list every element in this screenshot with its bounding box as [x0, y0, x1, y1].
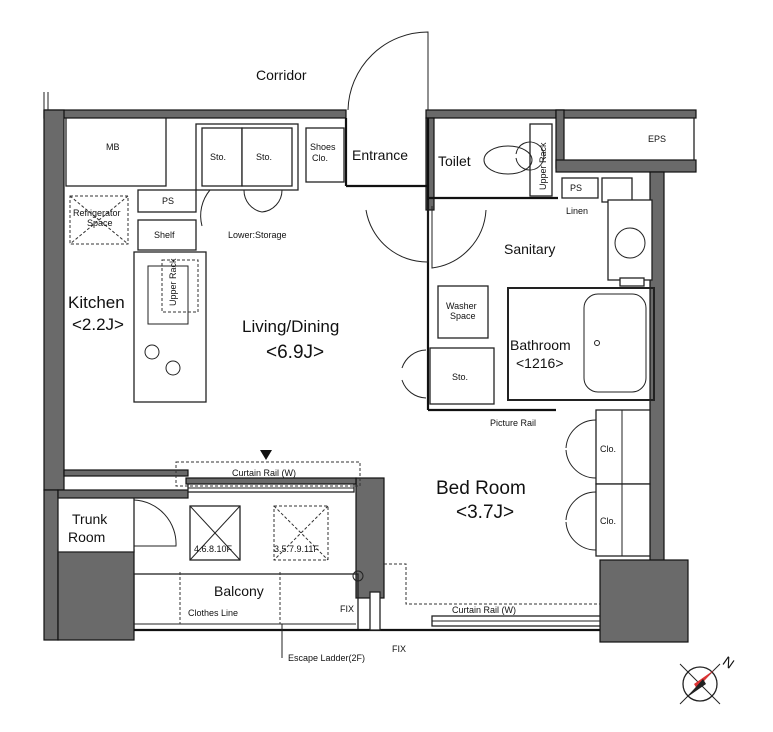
corridor-label: Corridor: [256, 67, 307, 83]
mb-label: MB: [106, 142, 120, 152]
kitchen-size: <2.2J>: [72, 315, 124, 334]
shelf-label: Shelf: [154, 230, 175, 240]
eps-label: EPS: [648, 134, 666, 144]
upper-rack-label-kitchen: Upper Rack: [168, 258, 178, 306]
compass-north-label: N: [720, 653, 737, 672]
closet-label-1: Clo.: [600, 444, 616, 454]
sto-label-3: Sto.: [452, 372, 468, 382]
picture-rail-label: Picture Rail: [490, 418, 536, 428]
fix-label-2: FIX: [392, 644, 406, 654]
bedroom-size: <3.7J>: [456, 502, 514, 523]
bathroom-size: <1216>: [516, 355, 564, 371]
fix-label-1: FIX: [340, 604, 354, 614]
sanitary-label: Sanitary: [504, 241, 555, 257]
toilet-label: Toilet: [438, 153, 471, 169]
entrance-label: Entrance: [352, 147, 408, 163]
ps-label-sanitary: PS: [570, 183, 582, 193]
curtain-rail-label-living: Curtain Rail (W): [232, 468, 296, 478]
closet-label-2: Clo.: [600, 516, 616, 526]
compass-icon: [679, 663, 721, 705]
curtain-rail-label-bedroom: Curtain Rail (W): [452, 605, 516, 615]
lower-storage-label: Lower:Storage: [228, 230, 287, 240]
kitchen-name: Kitchen: [68, 293, 125, 312]
linen-label: Linen: [566, 206, 588, 216]
living-size: <6.9J>: [266, 342, 324, 363]
entry-marker-icon: [260, 450, 272, 460]
upper-rack-label-toilet: Upper Rack: [538, 142, 548, 190]
floors-label-a: 4.6.8.10F: [194, 544, 233, 554]
sto-label-2: Sto.: [256, 152, 272, 162]
ps-label-kitchen: PS: [162, 196, 174, 206]
exterior-walls: [43, 92, 697, 643]
bathroom-name: Bathroom: [510, 337, 571, 353]
floors-label-b: 3.5.7.9.11F: [274, 544, 319, 554]
bedroom-name: Bed Room: [436, 478, 526, 499]
escape-ladder-label: Escape Ladder(2F): [288, 653, 365, 663]
doors: [133, 31, 597, 551]
living-name: Living/Dining: [242, 317, 339, 336]
sto-label-1: Sto.: [210, 152, 226, 162]
balcony-label: Balcony: [214, 583, 264, 599]
interior-walls: [57, 117, 695, 658]
clothes-line-label: Clothes Line: [188, 608, 238, 618]
